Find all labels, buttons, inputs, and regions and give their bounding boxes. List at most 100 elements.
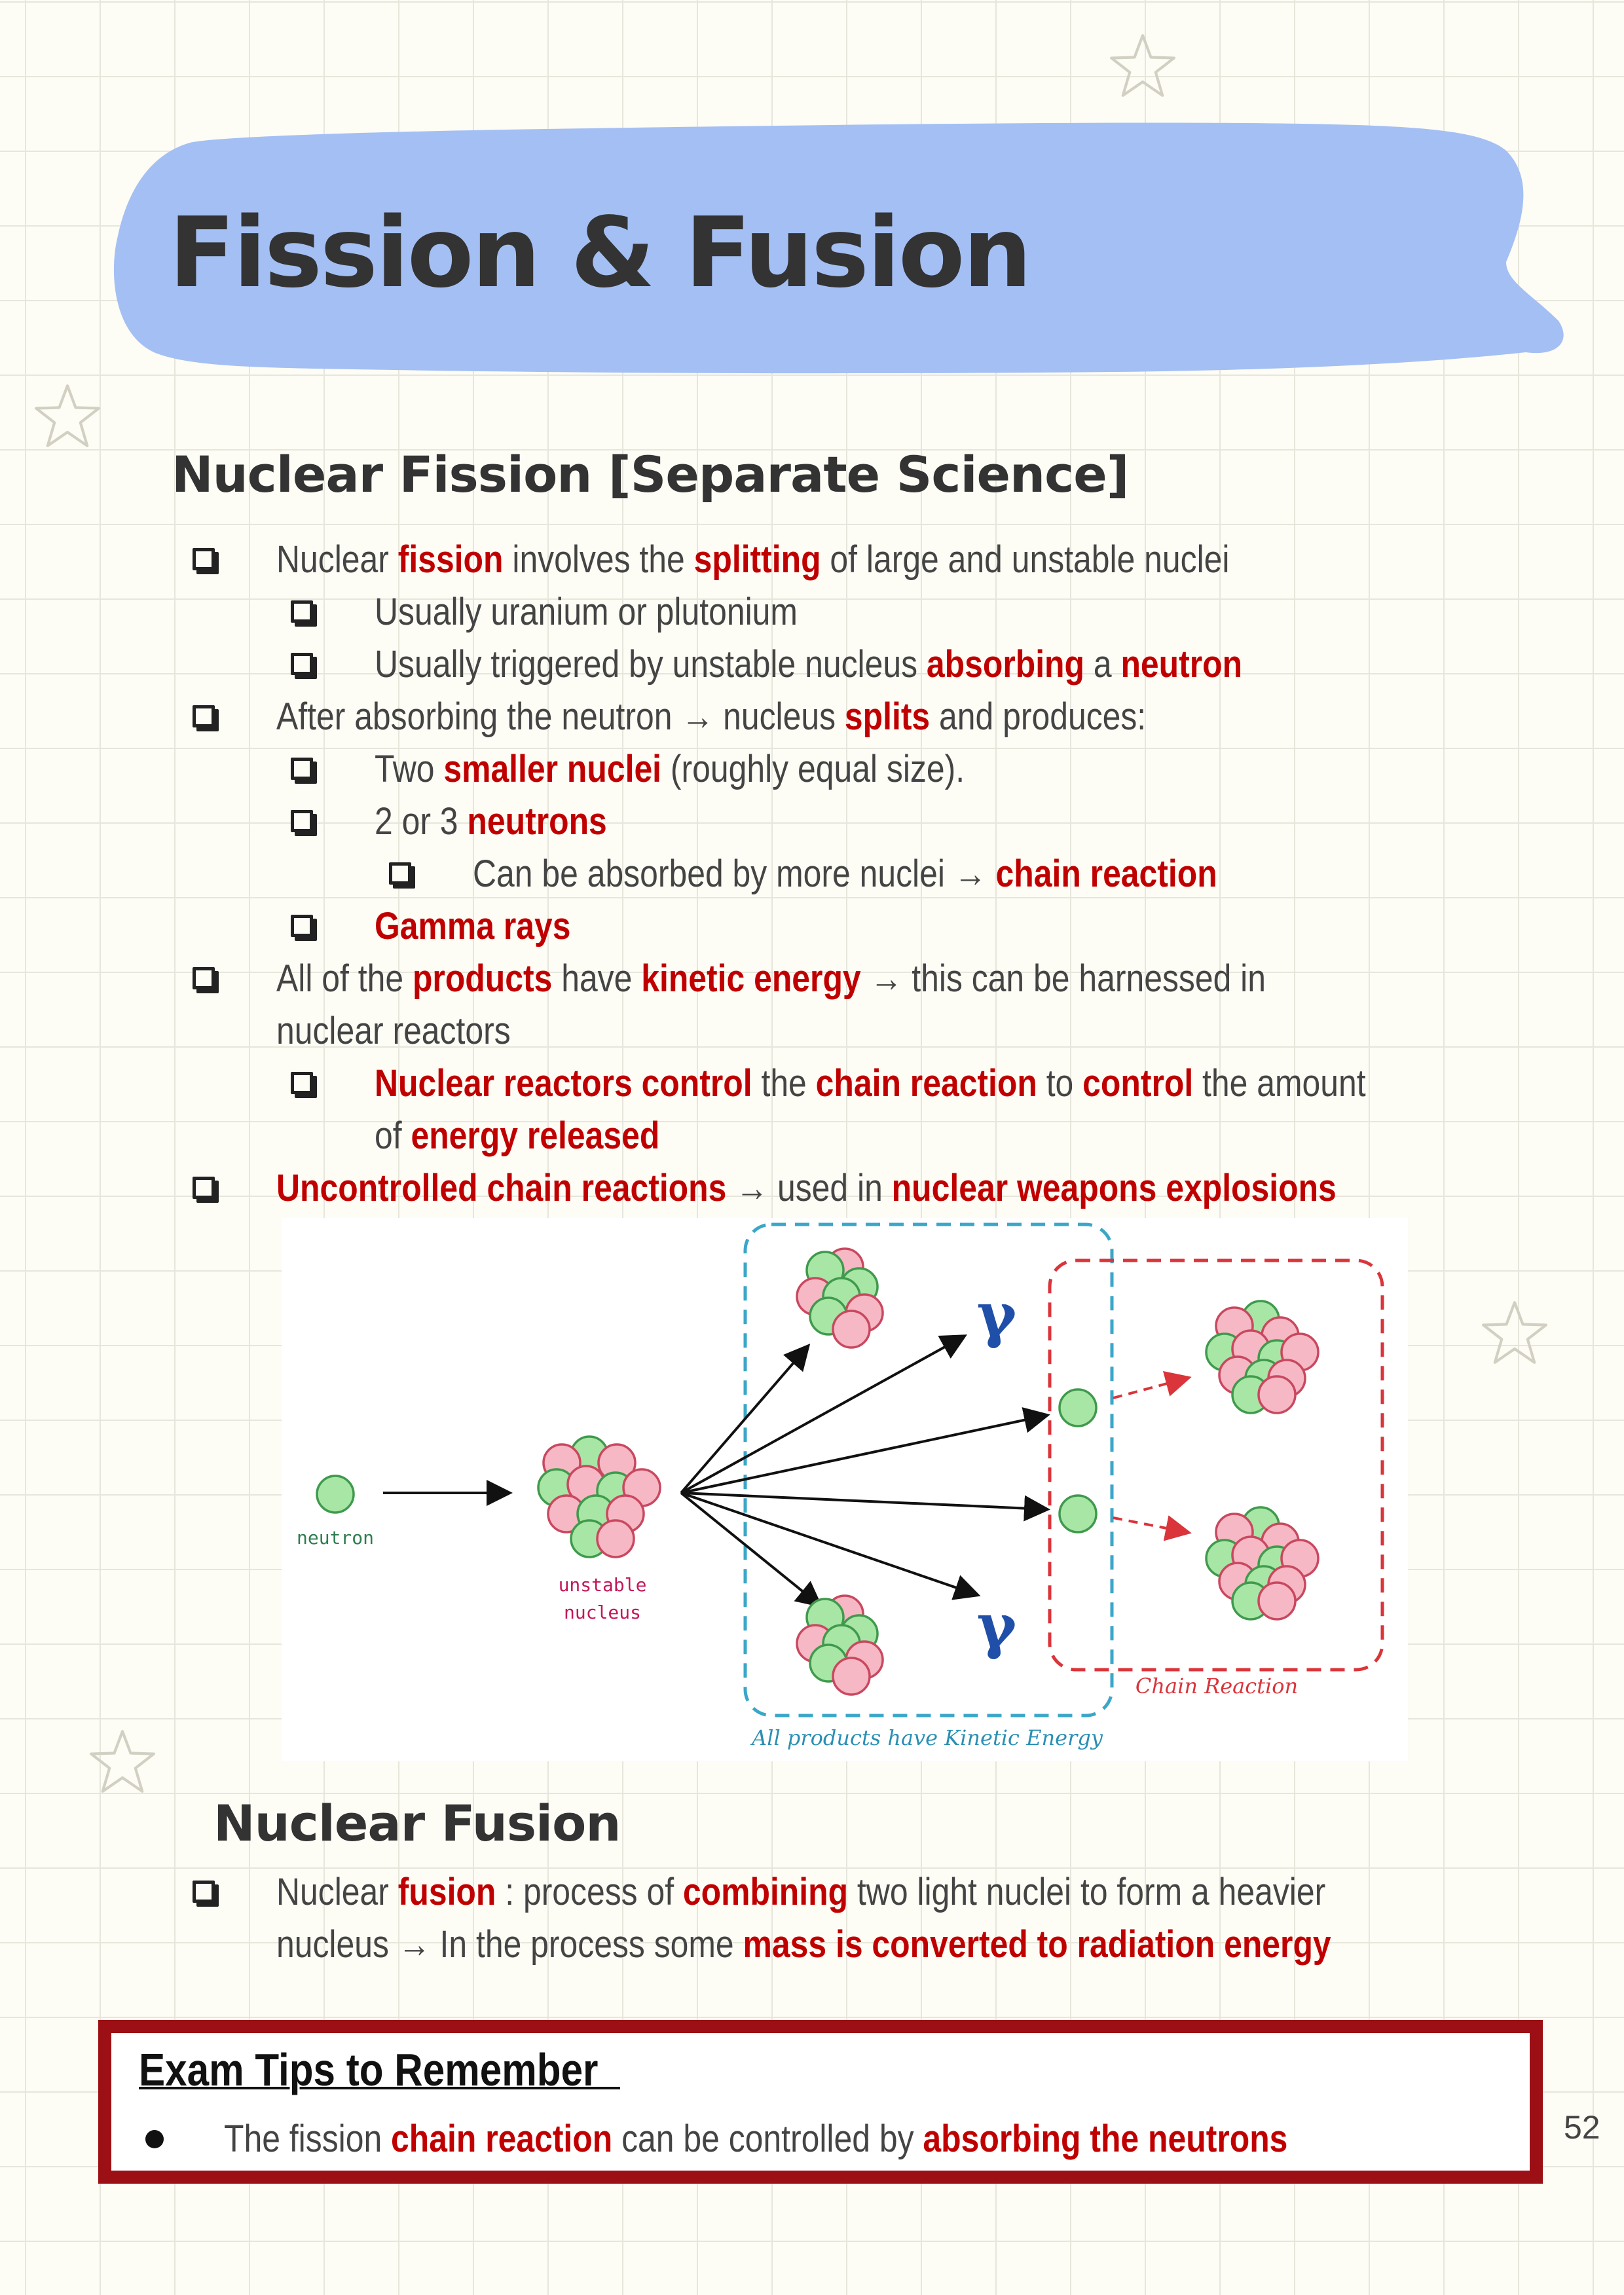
checkbox-bullet-icon xyxy=(193,1177,215,1199)
daughter-nucleus-particle xyxy=(832,1657,871,1696)
highlighted-term: smaller nuclei xyxy=(443,748,662,790)
line-text: can be controlled by xyxy=(612,2118,923,2160)
line-text: Nuclear xyxy=(276,1871,398,1913)
exam-tips-box: Exam Tips to Remember The fission chain … xyxy=(98,2020,1543,2184)
fission-line: Two smaller nuclei (roughly equal size). xyxy=(375,743,965,796)
daughter-nucleus-particle xyxy=(832,1310,871,1349)
chain-reaction-arrow xyxy=(1113,1370,1192,1399)
product-arrow xyxy=(680,1492,981,1600)
checkbox-bullet-icon xyxy=(291,600,313,623)
highlighted-term: fusion xyxy=(397,1871,496,1913)
unstable-nucleus-label-line-1: unstable xyxy=(559,1574,647,1596)
fission-line: Nuclear fission involves the splitting o… xyxy=(276,534,1230,586)
line-text: Can be absorbed by more nuclei → xyxy=(473,853,996,895)
fusion-heading: Nuclear Fusion xyxy=(213,1794,621,1852)
fission-line: of energy released xyxy=(375,1110,659,1162)
line-text: → this can be harnessed in xyxy=(860,957,1266,1000)
checkbox-bullet-icon xyxy=(291,915,313,937)
highlighted-term: fission xyxy=(397,538,504,581)
line-text: of xyxy=(375,1114,411,1157)
highlighted-term: absorbing the neutrons xyxy=(923,2118,1288,2160)
checkbox-bullet-icon xyxy=(291,758,313,780)
neutron-particle xyxy=(316,1475,355,1514)
fission-line: Can be absorbed by more nuclei → chain r… xyxy=(473,848,1217,900)
highlighted-term: mass is converted to radiation energy xyxy=(743,1923,1331,1966)
line-text: 2 or 3 xyxy=(375,800,468,843)
fission-line: Usually triggered by unstable nucleus ab… xyxy=(375,638,1242,691)
line-text: : process of xyxy=(496,1871,683,1913)
line-text: involves the xyxy=(503,538,694,581)
highlighted-term: chain reaction xyxy=(391,2118,613,2160)
chain-reaction-label: Chain Reaction xyxy=(1135,1674,1298,1698)
line-text: The fission xyxy=(224,2118,392,2160)
checkbox-bullet-icon xyxy=(193,705,215,727)
released-neutron-particle xyxy=(1058,1494,1098,1533)
unstable-nucleus-label-line-2: nucleus xyxy=(564,1602,641,1623)
highlighted-term: control xyxy=(1082,1062,1194,1105)
highlighted-term: Gamma rays xyxy=(375,905,571,947)
highlighted-term: energy released xyxy=(411,1114,660,1157)
fission-line: nuclear reactors xyxy=(276,1005,511,1057)
checkbox-bullet-icon xyxy=(291,653,313,675)
released-neutron-particle xyxy=(1058,1388,1098,1427)
fission-diagram: neutron unstable nucleus γ γ Chain React… xyxy=(282,1218,1408,1761)
line-text: nuclear reactors xyxy=(276,1010,511,1052)
line-text: a xyxy=(1084,643,1121,686)
line-text: (roughly equal size). xyxy=(661,748,965,790)
bullet-dot-icon xyxy=(145,2130,164,2148)
gamma-ray-symbol-top: γ xyxy=(977,1279,1018,1350)
checkbox-bullet-icon xyxy=(291,810,313,832)
checkbox-bullet-icon xyxy=(291,1072,313,1094)
highlighted-term: absorbing xyxy=(926,643,1084,686)
highlighted-term: neutron xyxy=(1120,643,1243,686)
exam-tips-heading: Exam Tips to Remember xyxy=(139,2044,620,2095)
chain-reaction-box xyxy=(1048,1258,1384,1672)
fission-line: After absorbing the neutron → nucleus sp… xyxy=(276,691,1146,743)
exam-tip-line: The fission chain reaction can be contro… xyxy=(224,2113,1287,2165)
line-text: Two xyxy=(375,748,444,790)
line-text: have xyxy=(552,957,642,1000)
chain-reaction-arrow xyxy=(1113,1515,1192,1541)
highlighted-term: chain reaction xyxy=(995,853,1217,895)
line-text: Usually uranium or plutonium xyxy=(375,591,798,633)
line-text: Nuclear xyxy=(276,538,398,581)
line-text: of large and unstable nuclei xyxy=(821,538,1230,581)
fission-heading: Nuclear Fission [Separate Science] xyxy=(172,445,1129,504)
highlighted-term: nuclear weapons explosions xyxy=(891,1167,1337,1209)
highlighted-term: kinetic energy xyxy=(641,957,861,1000)
product-arrow xyxy=(680,1492,1050,1522)
line-text: the amount xyxy=(1193,1062,1366,1105)
star-icon xyxy=(89,1730,155,1793)
highlighted-term: splitting xyxy=(693,538,821,581)
star-icon xyxy=(1110,34,1175,97)
line-text: nucleus → In the process some xyxy=(276,1923,743,1966)
line-text: All of the xyxy=(276,957,413,1000)
checkbox-bullet-icon xyxy=(389,862,411,885)
neutron-label: neutron xyxy=(297,1527,374,1549)
checkbox-bullet-icon xyxy=(193,548,215,570)
fusion-line: nucleus → In the process some mass is co… xyxy=(276,1919,1331,1971)
highlighted-term: chain reaction xyxy=(815,1062,1037,1105)
product-arrow xyxy=(680,1334,967,1494)
fission-line: Uncontrolled chain reactions → used in n… xyxy=(276,1162,1337,1215)
line-text: and produces: xyxy=(930,695,1147,738)
highlighted-term: Uncontrolled chain reactions xyxy=(276,1167,727,1209)
fission-line: Nuclear reactors control the chain react… xyxy=(375,1057,1366,1110)
page-title: Fission & Fusion xyxy=(169,196,1032,309)
kinetic-energy-label: All products have Kinetic Energy xyxy=(750,1725,1103,1750)
unstable-nucleus-particle xyxy=(596,1519,635,1558)
fission-line: Gamma rays xyxy=(375,900,570,953)
checkbox-bullet-icon xyxy=(193,967,215,989)
chain-reaction-nucleus-particle xyxy=(1257,1375,1297,1414)
fission-line: All of the products have kinetic energy … xyxy=(276,953,1266,1005)
product-arrow xyxy=(680,1492,823,1608)
fusion-line: Nuclear fusion : process of combining tw… xyxy=(276,1866,1325,1919)
title-banner-shape xyxy=(113,122,1564,374)
product-arrow xyxy=(680,1343,811,1494)
fission-line: 2 or 3 neutrons xyxy=(375,796,607,848)
line-text: to xyxy=(1037,1062,1083,1105)
highlighted-term: splits xyxy=(844,695,931,738)
highlighted-term: neutrons xyxy=(467,800,607,843)
highlighted-term: products xyxy=(412,957,553,1000)
line-text: the xyxy=(752,1062,816,1105)
